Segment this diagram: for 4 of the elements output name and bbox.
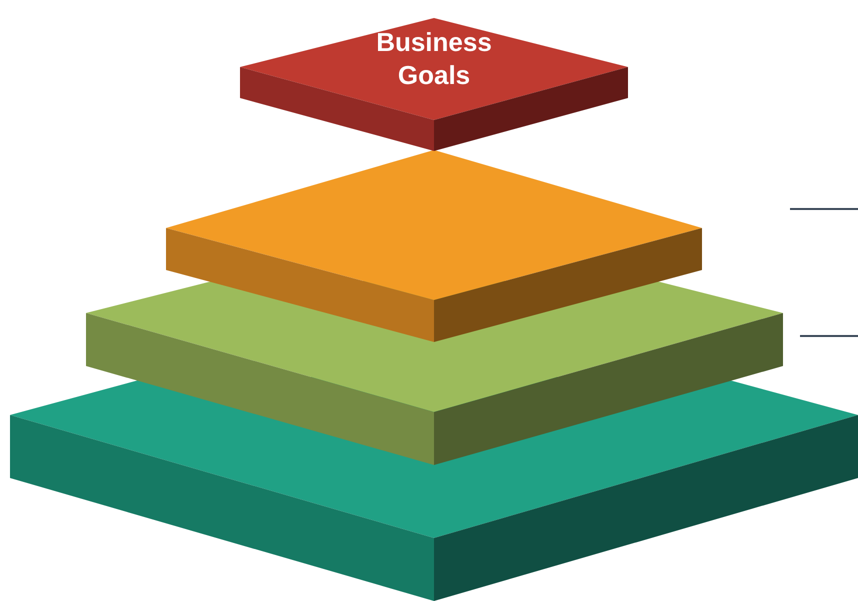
pyramid-layer [86, 281, 783, 465]
layer-label: Business Goals [375, 26, 493, 92]
pyramid-layer [166, 150, 702, 342]
pyramid-layer [240, 18, 628, 151]
